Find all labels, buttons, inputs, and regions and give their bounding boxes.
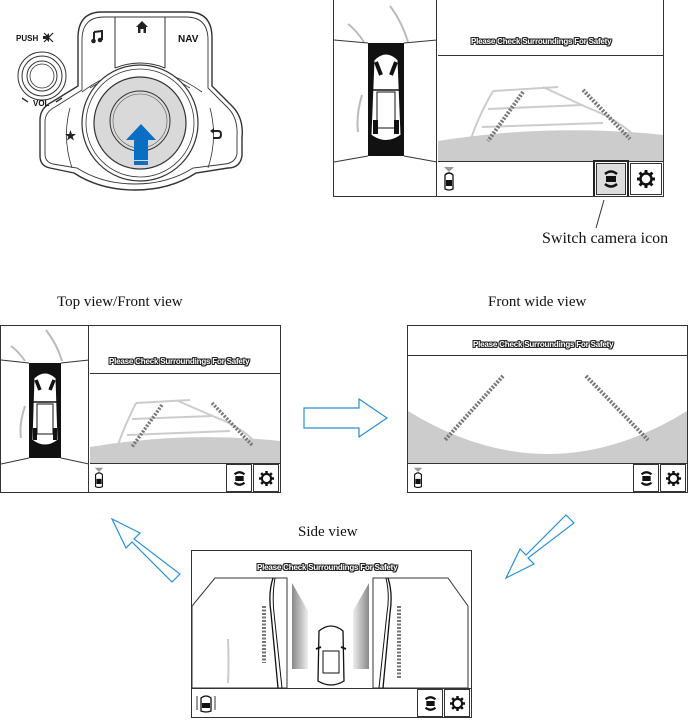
push-label: PUSH [16,34,39,43]
volume-knob-rings [17,51,67,103]
switch-camera-button[interactable] [593,160,629,196]
safety-message: Please Check Surroundings For Safety [257,563,398,572]
switch-camera-icon [424,695,436,711]
arrow-down-left-icon [504,514,575,580]
nav-button[interactable]: NAV [178,34,199,45]
bottom-toolbar [408,463,687,492]
car-view-indicator-icon [93,466,105,490]
camera-screen-main: Please Check Surroundings For Safety [333,0,664,197]
bottom-toolbar [192,688,471,717]
message-bar: Please Check Surroundings For Safety [438,0,663,56]
star-icon [65,130,76,141]
side-view-caption: Side view [298,524,358,540]
settings-button[interactable] [444,689,470,717]
switch-camera-button[interactable] [226,464,252,492]
safety-message: Please Check Surroundings For Safety [471,37,612,46]
music-button[interactable] [90,30,110,50]
bottom-toolbar [438,160,663,196]
top-view-panel [334,0,437,196]
volume-knob[interactable] [12,46,72,108]
home-button[interactable] [135,20,151,36]
camera-screen-top-front: Please Check Surroundings For Safety [0,325,281,493]
controller-outline [39,11,243,191]
home-icon [136,21,148,33]
camera-screen-front-wide: Please Check Surroundings For Safety [407,325,688,493]
settings-button[interactable] [630,163,662,195]
arrow-right-icon [303,398,389,438]
message-bar: Please Check Surroundings For Safety [90,326,280,374]
switch-camera-callout: Switch camera icon [542,230,669,247]
front-wide-camera-view [408,357,687,463]
camera-screen-side: Please Check Surroundings For Safety [191,550,472,718]
back-button[interactable] [210,128,224,142]
switch-camera-icon [233,470,245,486]
gear-icon [258,470,274,486]
dial-up-arrow-icon [126,124,156,166]
music-note-icon [91,30,103,44]
switch-camera-icon [604,170,618,188]
mute-icon [42,32,54,43]
switch-camera-icon [640,470,652,486]
gear-icon [637,170,655,188]
settings-button[interactable] [660,464,686,492]
top-front-view-caption: Top view/Front view [57,294,183,310]
safety-message: Please Check Surroundings For Safety [473,340,614,349]
callout-line [595,200,605,229]
vol-label: VOL [33,99,50,108]
front-camera-view [90,375,280,463]
side-camera-view [192,573,471,688]
safety-message: Please Check Surroundings For Safety [109,357,250,366]
favorites-button[interactable] [65,130,77,142]
front-camera-view [438,57,663,161]
front-wide-view-caption: Front wide view [488,294,587,310]
bottom-toolbar [90,463,280,492]
gear-icon [449,695,465,711]
settings-button[interactable] [253,464,279,492]
switch-camera-button[interactable] [633,464,659,492]
message-bar: Please Check Surroundings For Safety [408,326,687,356]
switch-camera-button[interactable] [417,689,443,717]
gear-icon [665,470,681,486]
back-arrow-icon [210,128,222,139]
car-side-indicator-icon [195,692,217,714]
car-view-indicator-icon [442,166,456,192]
arrow-up-left-icon [110,518,181,583]
top-view-panel [1,326,89,492]
car-view-indicator-icon [412,466,424,490]
commander-controller: PUSH VOL NAV [10,8,250,193]
